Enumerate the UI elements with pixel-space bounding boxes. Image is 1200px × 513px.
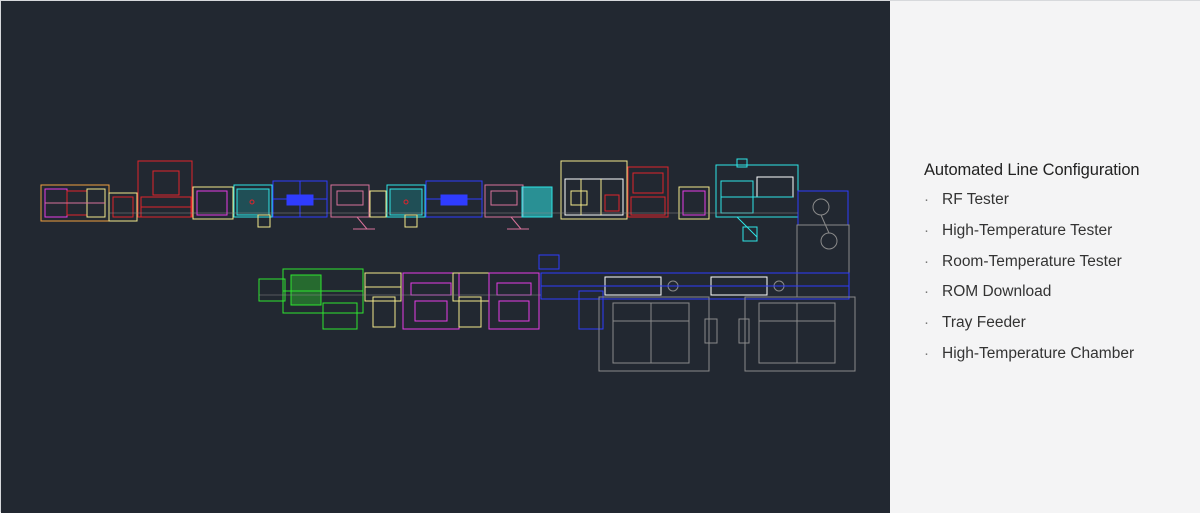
configuration-panel: Automated Line Configuration · RF Tester … [890,1,1200,513]
list-item-label: High-Temperature Tester [942,221,1113,239]
list-item-room-temperature-tester: · Room-Temperature Tester [924,251,1134,282]
bullet-icon: · [924,344,929,362]
module-blue-1 [272,180,328,218]
bullet-icon: · [924,314,929,332]
module-yellow-low-1 [364,272,402,328]
module-yellow-tower [521,160,628,220]
chamber-grey-1 [598,296,718,372]
module-cyan-large [715,158,799,242]
list-item-rf-tester: · RF Tester [924,189,1134,220]
list-item-high-temperature-chamber: · High-Temperature Chamber [924,343,1134,374]
module-right-end [796,190,850,298]
module-cyan-2 [386,184,426,228]
module-magenta-2 [488,272,540,330]
line-layout-drawing [40,158,856,372]
list-item-tray-feeder: · Tray Feeder [924,312,1134,343]
bullet-icon: · [924,283,929,301]
module-left-end [40,184,138,222]
module-red-right [627,166,710,220]
bullet-icon: · [924,191,929,208]
bullet-icon: · [924,221,929,239]
module-magenta-1 [402,272,460,330]
chamber-grey-2 [738,296,856,372]
conveyor-blue [538,254,850,330]
list-item-label: RF Tester [942,191,1009,208]
module-cyan-1 [233,184,273,228]
list-item-label: ROM Download [942,283,1052,301]
configuration-list: · RF Tester · High-Temperature Tester · Roo… [924,189,1134,374]
list-item-label: Room-Temperature Tester [942,252,1122,270]
module-pink-1 [330,184,387,230]
module-red [137,160,234,220]
lower-line [258,254,856,372]
configuration-title: Automated Line Configuration [924,161,1140,179]
module-blue-2 [425,180,483,218]
upper-line [40,158,850,298]
bullet-icon: · [924,252,929,270]
list-item-label: Tray Feeder [942,314,1026,332]
module-green [258,268,364,330]
list-item-label: High-Temperature Chamber [942,344,1135,362]
list-item-high-temperature-tester: · High-Temperature Tester [924,220,1134,251]
module-yellow-low-2 [452,272,490,328]
cad-layout-panel [1,1,890,513]
list-item-rom-download: · ROM Download [924,281,1134,312]
